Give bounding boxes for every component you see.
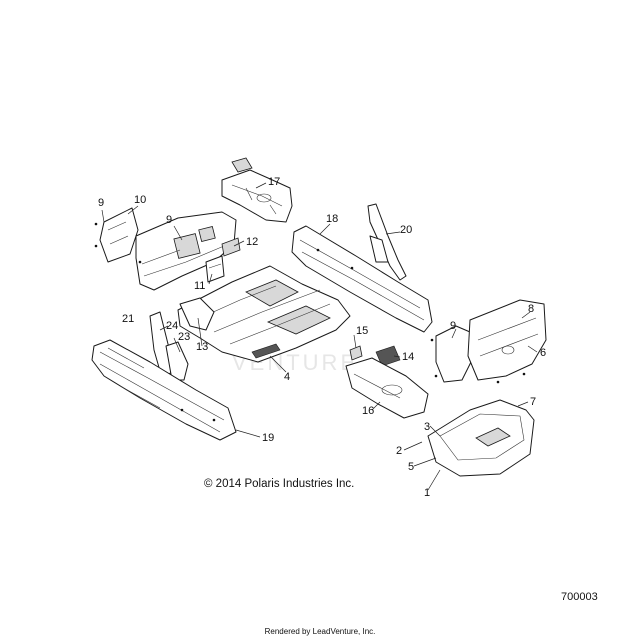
callout-21: 20 bbox=[400, 224, 412, 236]
copyright-notice: © 2014 Polaris Industries Inc. bbox=[204, 478, 355, 490]
part-10-firewall-panel bbox=[135, 211, 237, 291]
callout-15: 14 bbox=[402, 351, 414, 363]
part-13-cover-plate bbox=[205, 255, 225, 283]
callout-16: 15 bbox=[356, 325, 368, 337]
callout-labels: 9 10 9 12 11 17 18 20 21 24 23 13 4 19 1… bbox=[98, 176, 546, 499]
callout-8: 8 bbox=[528, 303, 534, 315]
part-1-cargo-box bbox=[427, 399, 535, 477]
callout-7: 7 bbox=[530, 396, 536, 408]
callout-4: 4 bbox=[284, 371, 290, 383]
part-21-pillar bbox=[367, 203, 407, 281]
callout-18: 17 bbox=[268, 176, 280, 188]
callout-6: 6 bbox=[540, 347, 546, 359]
render-credit: Rendered by LeadVenture, Inc. bbox=[264, 627, 376, 636]
callout-13: 11 bbox=[194, 280, 205, 292]
part-20-side-rail bbox=[91, 339, 237, 441]
part-11-side-panel bbox=[99, 207, 139, 263]
part-16-clip bbox=[349, 345, 363, 361]
callout-20: 19 bbox=[262, 432, 274, 444]
part-15-cover bbox=[375, 345, 401, 367]
callout-1: 1 bbox=[424, 487, 430, 499]
callout-9-right: 9 bbox=[450, 320, 456, 332]
part-4-floor-pan bbox=[177, 265, 351, 363]
callout-12: 13 bbox=[196, 341, 208, 353]
callout-11: 10 bbox=[134, 194, 146, 206]
part-14-cover-plate bbox=[221, 237, 241, 257]
part-8-rear-bulkhead bbox=[467, 299, 547, 381]
part-19-side-rail bbox=[291, 225, 433, 333]
callout-10: 9 bbox=[166, 214, 172, 226]
callout-24: 24 bbox=[166, 320, 178, 332]
callout-17: 16 bbox=[362, 405, 374, 417]
part-18-console-top bbox=[221, 157, 293, 223]
mounting-bolts bbox=[94, 222, 526, 422]
callout-14: 12 bbox=[246, 236, 258, 248]
callout-3: 3 bbox=[424, 421, 430, 433]
leader-lines bbox=[101, 182, 538, 491]
callout-9-left: 9 bbox=[98, 197, 104, 209]
figure-number: 700003 bbox=[561, 591, 598, 603]
part-9-rear-panel bbox=[435, 325, 475, 383]
callout-5: 5 bbox=[408, 461, 414, 473]
part-17-tunnel bbox=[345, 357, 429, 419]
callout-23: 23 bbox=[178, 331, 190, 343]
part-12-bracket bbox=[179, 297, 215, 331]
callout-19: 18 bbox=[326, 213, 338, 225]
callout-2: 2 bbox=[396, 445, 402, 457]
callout-22: 21 bbox=[122, 313, 134, 325]
